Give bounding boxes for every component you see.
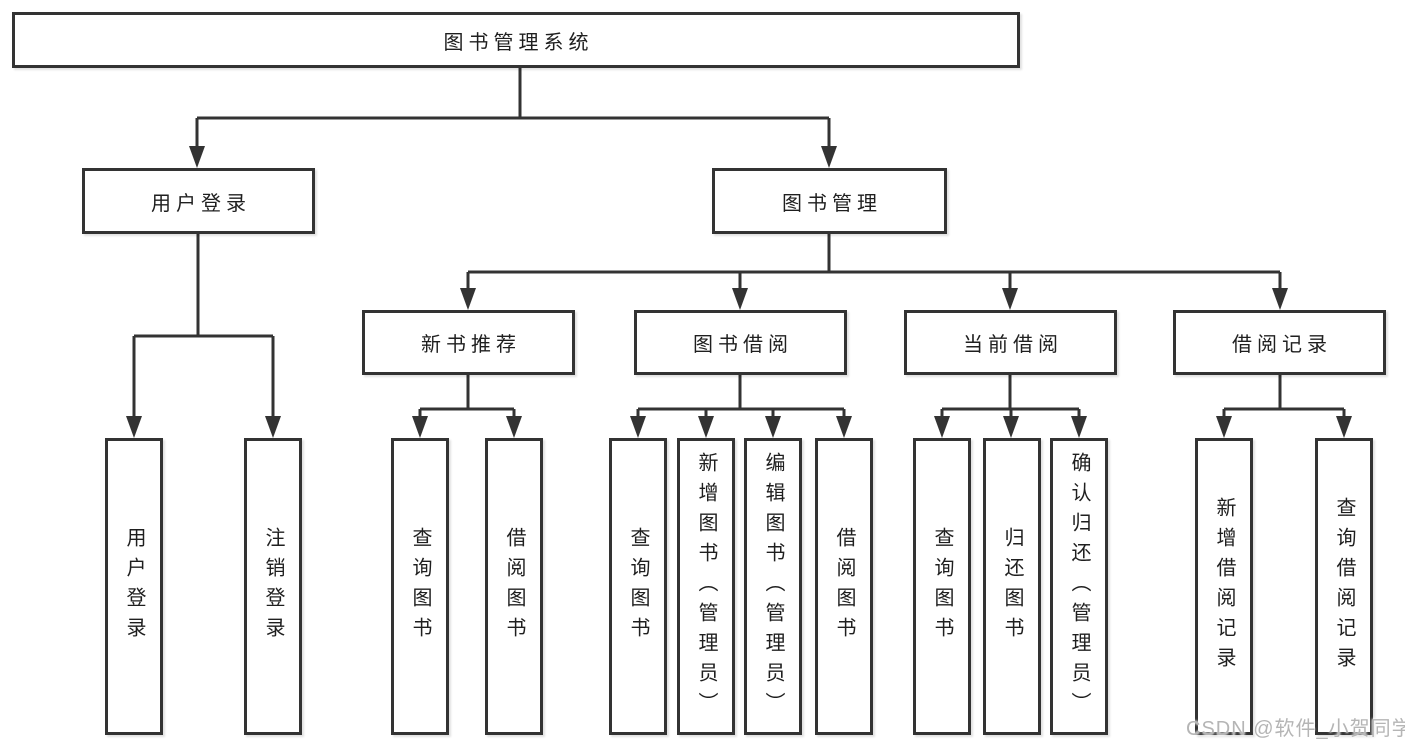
node-borrowing-records: 借阅记录: [1173, 310, 1386, 375]
leaf-query-books-borrow: 查询图书: [609, 438, 667, 735]
connector-new-book-children: [412, 375, 522, 438]
leaf-confirm-return-admin-label: 确认归还（管理员）: [1068, 451, 1090, 722]
node-borrowing-records-label: 借阅记录: [1232, 334, 1332, 356]
leaf-query-books-new-label: 查询图书: [409, 526, 431, 647]
connector-book-management-to-level3: [460, 234, 1288, 310]
leaf-add-book-admin: 新增图书（管理员）: [677, 438, 735, 735]
node-book-management-label: 图书管理: [782, 192, 882, 215]
node-current-borrowing: 当前借阅: [904, 310, 1117, 375]
node-root: 图书管理系统: [12, 12, 1020, 68]
node-new-book-recommend: 新书推荐: [362, 310, 575, 375]
leaf-borrow-books-label: 借阅图书: [833, 526, 855, 647]
node-book-borrowing: 图书借阅: [634, 310, 847, 375]
leaf-query-books-borrow-label: 查询图书: [627, 526, 649, 647]
csdn-watermark: CSDN @软件_小贺同学: [1186, 718, 1405, 740]
node-user-login: 用户登录: [82, 168, 315, 234]
connector-borrowing-records-children: [1216, 375, 1352, 438]
leaf-query-borrow-record: 查询借阅记录: [1315, 438, 1373, 735]
leaf-borrow-books: 借阅图书: [815, 438, 873, 735]
node-user-login-label: 用户登录: [151, 192, 251, 215]
node-current-borrowing-label: 当前借阅: [963, 334, 1063, 356]
leaf-return-books-label: 归还图书: [1001, 526, 1023, 647]
connector-book-borrowing-children: [630, 375, 852, 438]
connector-user-login-children: [126, 234, 281, 438]
node-root-label: 图书管理系统: [443, 31, 594, 54]
node-new-book-recommend-label: 新书推荐: [421, 334, 521, 356]
leaf-user-login: 用户登录: [105, 438, 163, 735]
leaf-query-books-new: 查询图书: [391, 438, 449, 735]
leaf-borrow-books-new: 借阅图书: [485, 438, 543, 735]
leaf-edit-book-admin-label: 编辑图书（管理员）: [762, 451, 784, 722]
node-book-borrowing-label: 图书借阅: [693, 334, 793, 356]
leaf-confirm-return-admin: 确认归还（管理员）: [1050, 438, 1108, 735]
leaf-user-login-label: 用户登录: [123, 526, 145, 647]
leaf-add-book-admin-label: 新增图书（管理员）: [695, 451, 717, 722]
leaf-query-borrow-record-label: 查询借阅记录: [1333, 496, 1355, 677]
node-book-management: 图书管理: [712, 168, 947, 234]
leaf-add-borrow-record-label: 新增借阅记录: [1213, 496, 1235, 677]
leaf-query-books-current: 查询图书: [913, 438, 971, 735]
leaf-query-books-current-label: 查询图书: [931, 526, 953, 647]
leaf-logout-label: 注销登录: [262, 526, 284, 647]
leaf-borrow-books-new-label: 借阅图书: [503, 526, 525, 647]
leaf-add-borrow-record: 新增借阅记录: [1195, 438, 1253, 735]
connector-root-to-level2: [189, 68, 837, 168]
leaf-edit-book-admin: 编辑图书（管理员）: [744, 438, 802, 735]
connector-current-borrowing-children: [934, 375, 1087, 438]
leaf-logout: 注销登录: [244, 438, 302, 735]
leaf-return-books: 归还图书: [983, 438, 1041, 735]
